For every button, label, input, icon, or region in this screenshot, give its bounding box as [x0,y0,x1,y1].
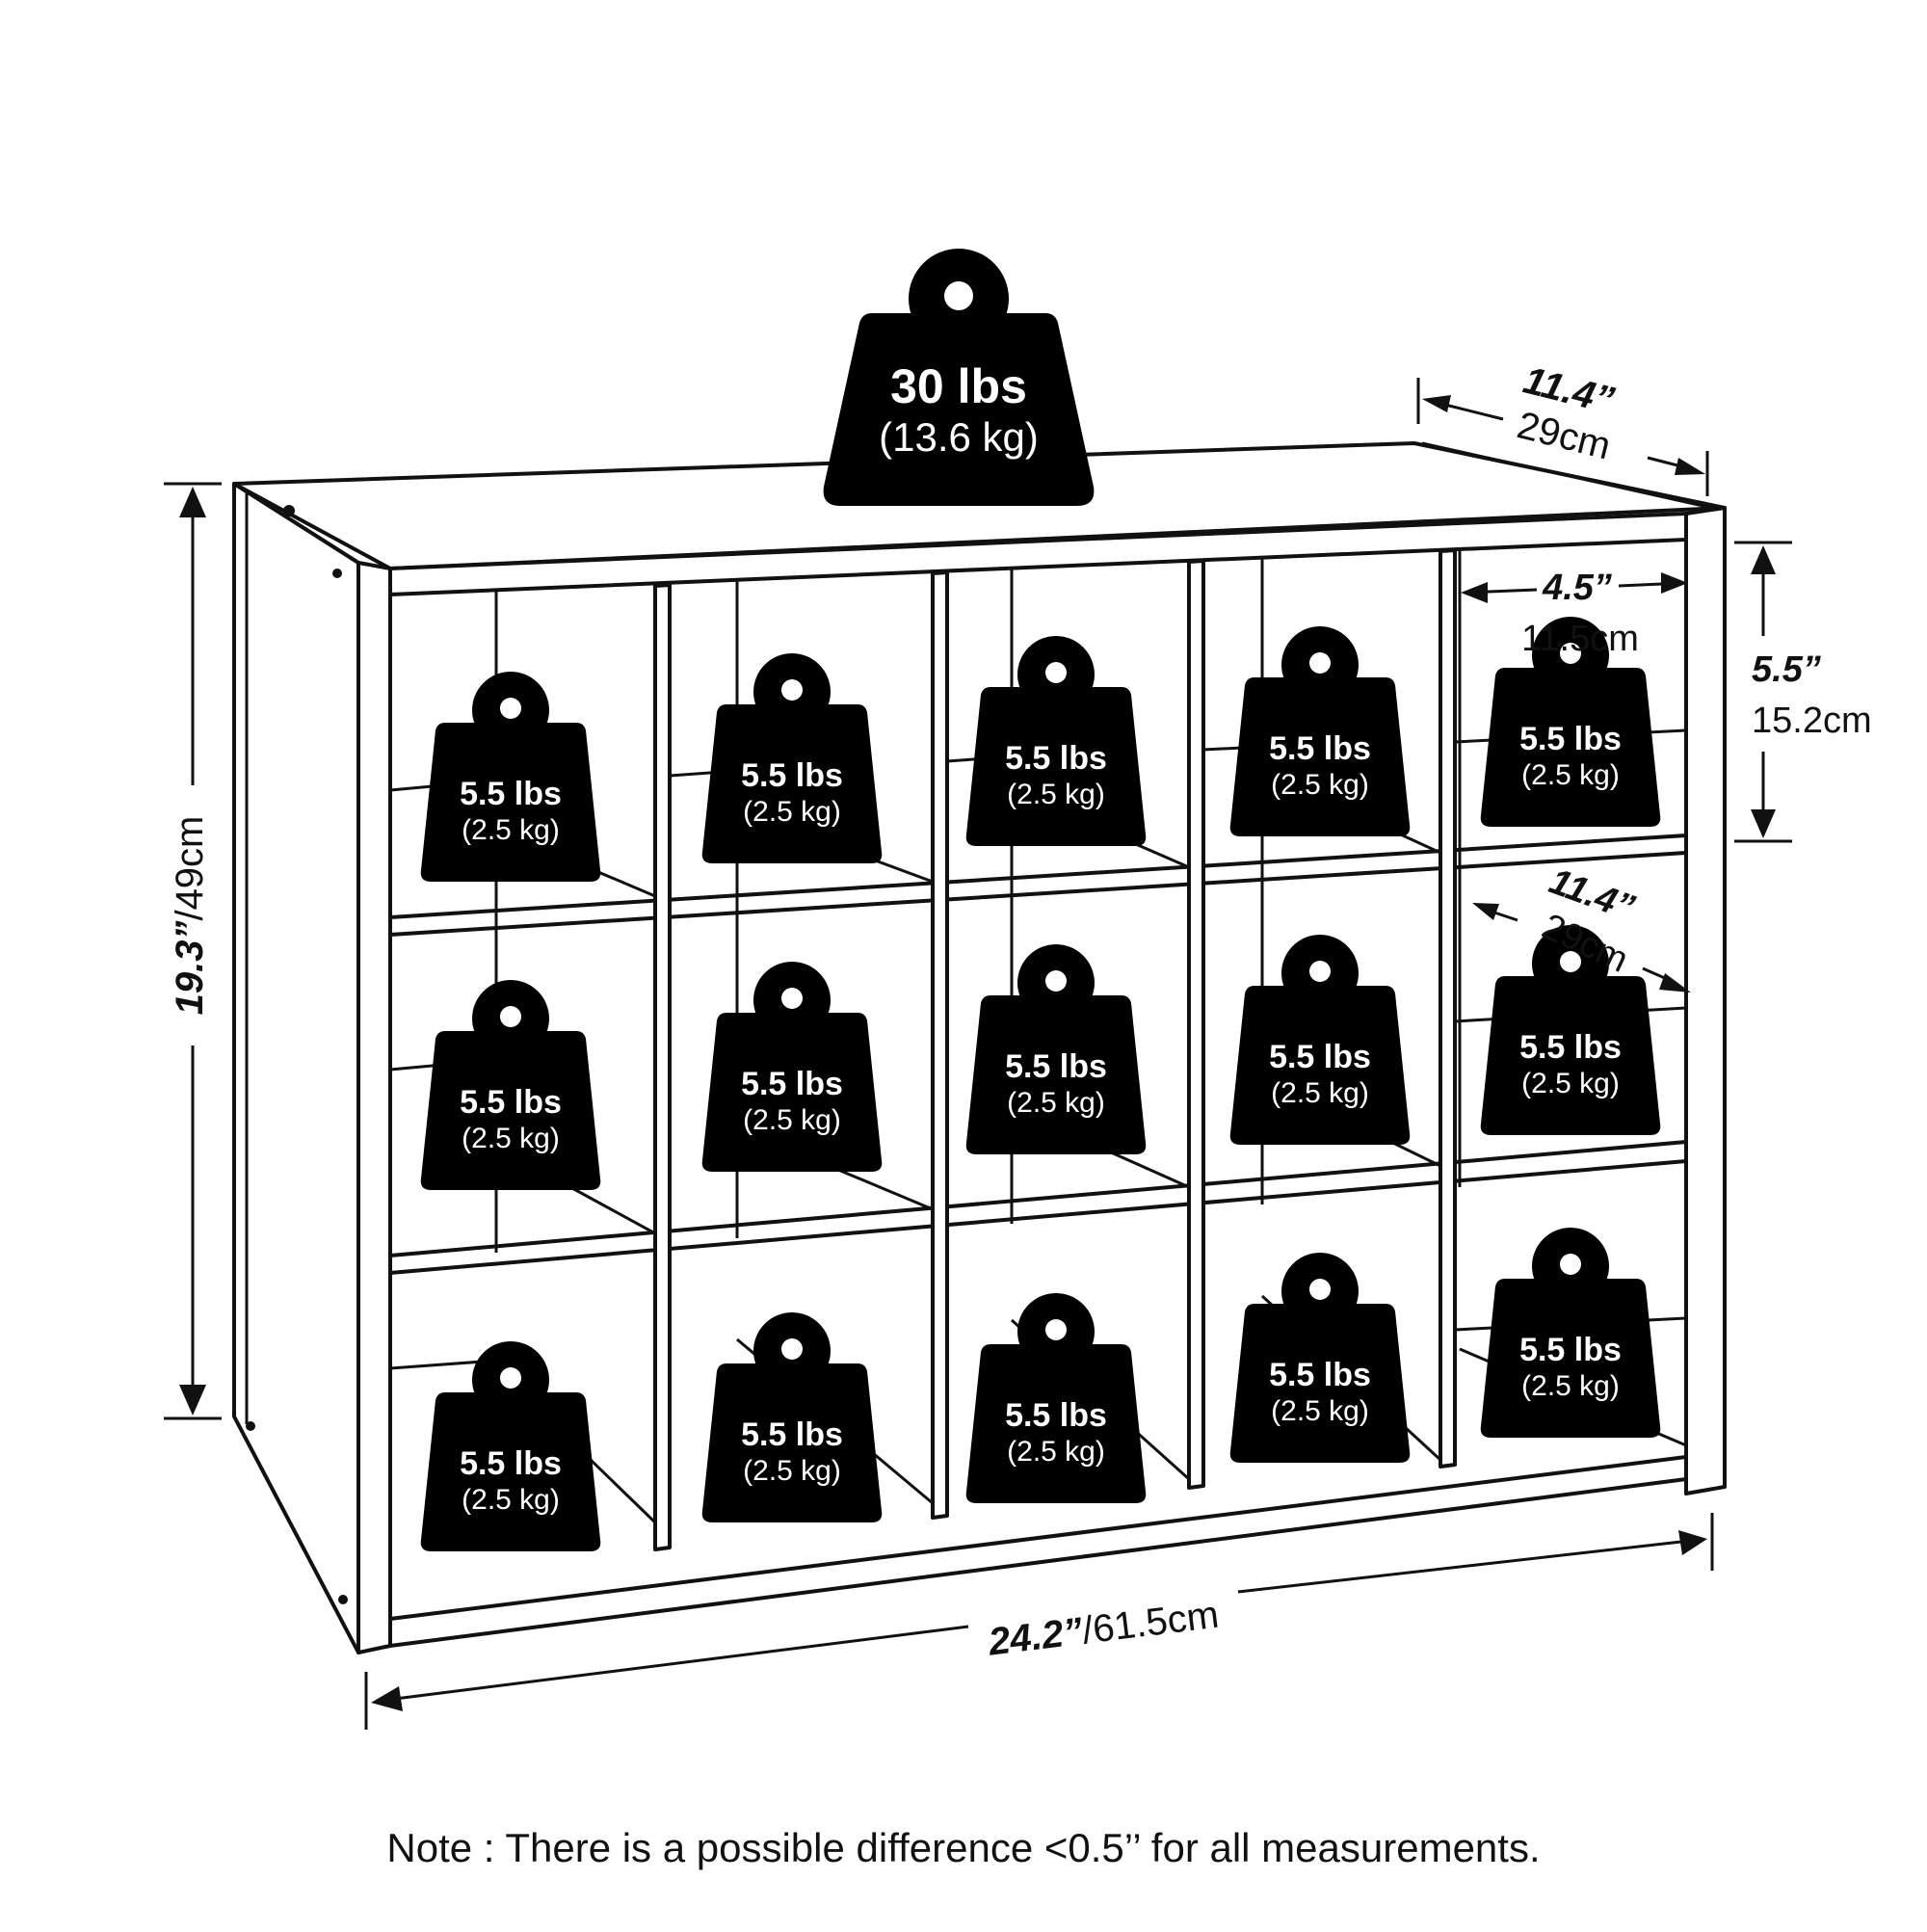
front-left-post [356,561,392,1654]
cubby-weight-kg: (2.5 kg) [1007,1087,1105,1119]
cubby-weight-icon: 5.5 lbs(2.5 kg) [965,944,1147,1154]
top-edge-groove [1421,441,1726,513]
cubby-weight-kg: (2.5 kg) [462,1484,560,1516]
cubby-weight-icon: 5.5 lbs(2.5 kg) [701,653,883,863]
measurement-note: Note : There is a possible difference <0… [386,1825,1540,1870]
cubby-weight-kg: (2.5 kg) [462,814,560,846]
height-inches: 19.3” [169,921,211,1016]
cubby-weight-kg: (2.5 kg) [1271,1077,1369,1109]
top-weight-lbs: 30 lbs [890,359,1027,413]
width-cm: /61.5cm [1080,1594,1222,1653]
cubby-weight-lbs: 5.5 lbs [460,1445,562,1482]
cubby-height-cm: 15.2cm [1752,701,1872,741]
screw-hole [332,569,342,578]
cubby-weight-kg: (2.5 kg) [1521,1370,1620,1402]
height-cm: /49cm [169,816,211,921]
lower-shelf [388,1140,1688,1275]
vertical-dividers [653,548,1457,1551]
screw-hole [283,505,295,516]
cubby-weight-icon: 5.5 lbs(2.5 kg) [1480,1228,1661,1438]
cubby-weight-icon: 5.5 lbs(2.5 kg) [1229,1253,1411,1463]
cubby-weight-icon: 5.5 lbs(2.5 kg) [420,1341,601,1551]
width-inches: 24.2” [986,1610,1085,1664]
cubby-weight-icon: 5.5 lbs(2.5 kg) [1480,617,1661,827]
cubby-weight-lbs: 5.5 lbs [460,776,562,812]
cubby-weight-lbs: 5.5 lbs [1269,1039,1371,1075]
upper-shelf [388,834,1688,937]
screw-hole [246,1421,255,1431]
cubby-weight-icon: 5.5 lbs(2.5 kg) [965,636,1147,846]
cubby-weight-kg: (2.5 kg) [1521,1068,1620,1099]
front-bottom-rail [388,1455,1688,1648]
cubby-weight-lbs: 5.5 lbs [1005,1048,1107,1085]
cubby-weight-kg: (2.5 kg) [462,1123,560,1154]
cubby-weight-kg: (2.5 kg) [1007,1436,1105,1468]
cubby-height-dimension: 5.5” 15.2cm [1734,541,1872,843]
cubby-weight-kg: (2.5 kg) [1007,779,1105,810]
dimension-annotations: 11.4” 29cm 4.5” 11.5cm 5.5” 15.2cm [164,359,1872,1730]
height-label: 19.3”/49cm [169,816,211,1016]
cubby-weight-lbs: 5.5 lbs [460,1084,562,1121]
height-dimension: 19.3”/49cm [164,482,222,1420]
cubby-weight-icon: 5.5 lbs(2.5 kg) [1229,626,1411,836]
cubby-weight-lbs: 5.5 lbs [1269,1357,1371,1393]
cubby-weight-icon: 5.5 lbs(2.5 kg) [1229,935,1411,1145]
cubby-weight-icon: 5.5 lbs(2.5 kg) [965,1293,1147,1503]
front-top-rail [388,512,1688,596]
cubby-weight-kg: (2.5 kg) [743,796,841,828]
cubby-weight-icon: 5.5 lbs(2.5 kg) [420,672,601,882]
cubby-weight-lbs: 5.5 lbs [741,1066,843,1102]
top-weight-kg: (13.6 kg) [879,414,1039,460]
cubby-weight-icon: 5.5 lbs(2.5 kg) [420,980,601,1190]
cubby-weight-kg: (2.5 kg) [743,1104,841,1136]
screw-hole [338,1595,348,1604]
cubby-weight-kg: (2.5 kg) [1271,769,1369,801]
cubby-weight-lbs: 5.5 lbs [741,1416,843,1453]
cubby-weight-kg: (2.5 kg) [1521,759,1620,791]
cubby-weight-lbs: 5.5 lbs [1519,1029,1622,1066]
cubby-weight-icon: 5.5 lbs(2.5 kg) [701,1312,883,1522]
cubby-height-inches: 5.5” [1752,649,1821,690]
cubby-weights: 5.5 lbs(2.5 kg)5.5 lbs(2.5 kg)5.5 lbs(2.… [420,617,1661,1551]
cubby-width-dimension: 4.5” 11.5cm [1461,568,1688,659]
cubby-weight-lbs: 5.5 lbs [1005,1397,1107,1434]
cubby-weight-lbs: 5.5 lbs [1519,721,1622,757]
front-right-post [1684,506,1727,1495]
cubby-width-cm: 11.5cm [1521,619,1639,659]
cubby-weight-lbs: 5.5 lbs [1269,730,1371,767]
cubby-weight-lbs: 5.5 lbs [741,757,843,794]
top-weight-icon: 30 lbs (13.6 kg) [823,249,1095,506]
cubby-weight-kg: (2.5 kg) [1271,1395,1369,1427]
width-label: 24.2”/61.5cm [986,1594,1222,1664]
cubby-weight-lbs: 5.5 lbs [1519,1332,1622,1368]
cubby-width-inches: 4.5” [1542,568,1612,608]
cubby-weight-icon: 5.5 lbs(2.5 kg) [1480,925,1661,1135]
left-side-panel [232,482,360,1654]
shelf-unit [232,441,1727,1654]
cubby-weight-icon: 5.5 lbs(2.5 kg) [701,962,883,1172]
cubby-weight-lbs: 5.5 lbs [1005,740,1107,777]
cubby-weight-kg: (2.5 kg) [743,1455,841,1487]
